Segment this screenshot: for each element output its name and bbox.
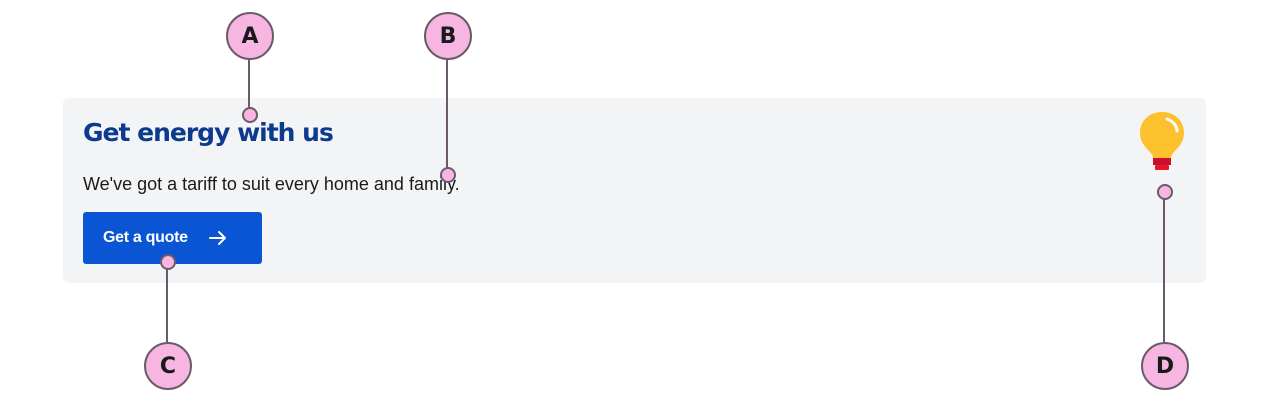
callout-b-line (446, 58, 448, 173)
get-a-quote-label: Get a quote (103, 229, 188, 246)
callout-d-dot (1157, 184, 1173, 200)
callout-a-line (248, 58, 250, 113)
callout-b-dot (440, 167, 456, 183)
callout-c-dot (160, 254, 176, 270)
get-a-quote-button[interactable]: Get a quote (83, 212, 262, 264)
callout-d-line (1163, 192, 1165, 342)
callout-b-marker: B (424, 12, 472, 60)
callout-a-dot (242, 107, 258, 123)
callout-d-marker: D (1141, 342, 1189, 390)
card-title: Get energy with us (83, 118, 334, 147)
callout-c-marker: C (144, 342, 192, 390)
card-description: We've got a tariff to suit every home an… (83, 174, 460, 194)
arrow-right-icon (208, 228, 228, 248)
callout-a-marker: A (226, 12, 274, 60)
callout-c-line (166, 262, 168, 342)
lightbulb-icon (1137, 110, 1187, 174)
